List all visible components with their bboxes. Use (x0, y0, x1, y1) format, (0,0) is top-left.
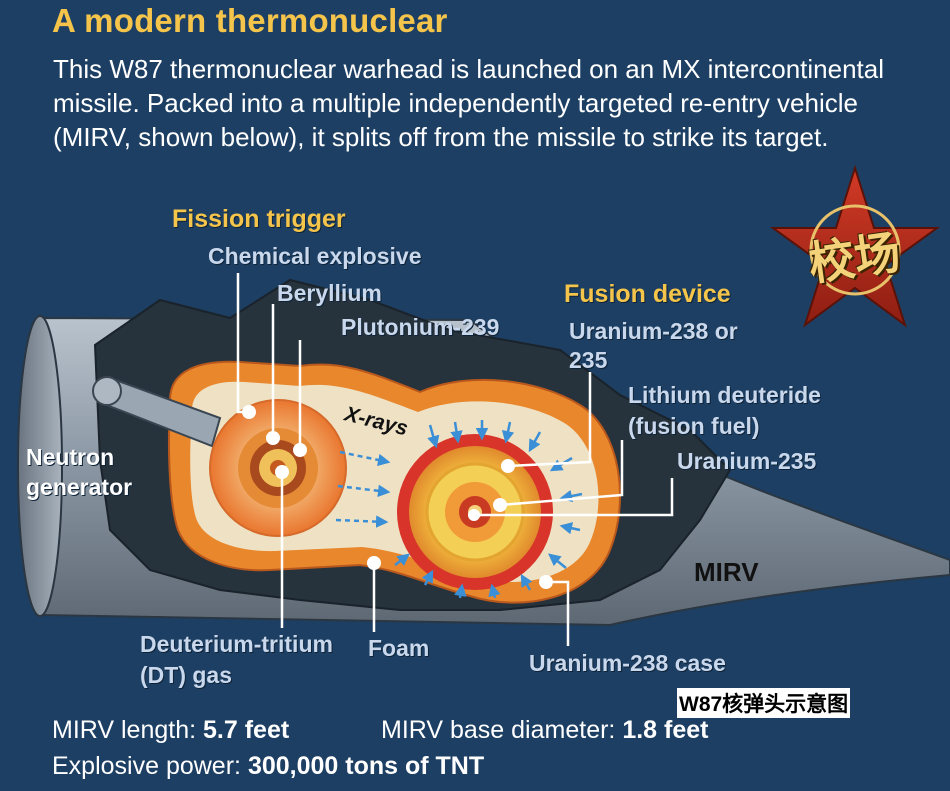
page-title: A modern thermonuclear (52, 2, 448, 40)
neutron-generator-label: Neutron (26, 444, 114, 471)
mirv-length-label: MIRV length: (52, 716, 203, 744)
intro-line-2: missile. Packed into a multiple independ… (53, 88, 858, 119)
chemical-explosive-label: Chemical explosive (208, 243, 422, 270)
foam-label: Foam (368, 635, 429, 662)
dt-gas-label: (DT) gas (140, 662, 232, 689)
plutonium-label: Plutonium-239 (341, 314, 499, 341)
lithium-deuteride-label: Lithium deuteride (628, 382, 821, 409)
mirv-diameter-label: MIRV base diameter: (381, 716, 622, 744)
logo-text: 校场 (804, 216, 904, 294)
mirv-length-stat: MIRV length: 5.7 feet (52, 716, 289, 745)
mirv-diameter-stat: MIRV base diameter: 1.8 feet (381, 716, 708, 745)
deuterium-tritium-label: Deuterium-tritium (140, 631, 333, 658)
fission-trigger-heading: Fission trigger (172, 205, 346, 234)
neutron-generator-label-line2: generator (26, 474, 132, 501)
fusion-device-heading: Fusion device (564, 280, 731, 309)
intro-line-1: This W87 thermonuclear warhead is launch… (53, 54, 884, 85)
uranium-235-label: Uranium-235 (677, 448, 816, 475)
uranium-238-or-235-label-line2: 235 (569, 347, 607, 374)
uranium-238-or-235-label: Uranium-238 or (569, 318, 738, 345)
mirv-label: MIRV (694, 557, 759, 588)
explosive-power-value: 300,000 tons of TNT (248, 752, 484, 780)
beryllium-label: Beryllium (277, 280, 382, 307)
mirv-diameter-value: 1.8 feet (622, 716, 708, 744)
explosive-power-label: Explosive power: (52, 752, 248, 780)
chinese-caption: W87核弹头示意图 (677, 688, 850, 718)
explosive-power-stat: Explosive power: 300,000 tons of TNT (52, 752, 484, 781)
fusion-fuel-label: (fusion fuel) (628, 413, 760, 440)
uranium-238-case-label: Uranium-238 case (529, 650, 726, 677)
intro-line-3: (MIRV, shown below), it splits off from … (53, 122, 828, 153)
mirv-length-value: 5.7 feet (203, 716, 289, 744)
